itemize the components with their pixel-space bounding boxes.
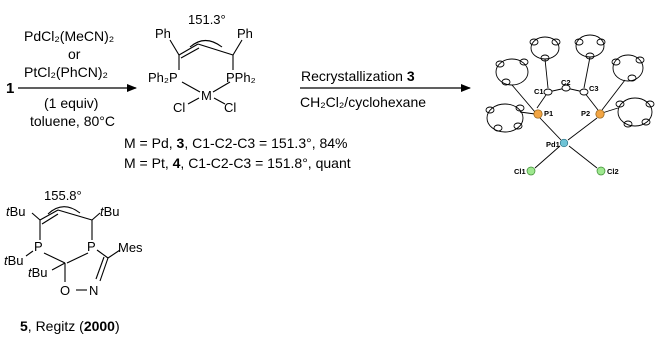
regitz-caption: 5, Regitz (2000) bbox=[20, 318, 120, 334]
atom-label-pd1: Pd1 bbox=[546, 140, 560, 149]
complex-cl-left: Cl bbox=[173, 100, 186, 115]
recryst-label: Recrystallization 3 bbox=[301, 68, 415, 84]
complex-angle: 151.3° bbox=[188, 12, 226, 27]
recryst-label-prefix: Recrystallization bbox=[301, 68, 407, 84]
result-pd-prefix: M = Pd, bbox=[124, 135, 177, 151]
regitz-tbu-3: tBu bbox=[4, 253, 24, 268]
regitz-angle: 155.8° bbox=[44, 188, 82, 203]
regitz-p-right: P bbox=[87, 239, 96, 254]
complex-pph2-right: PPh₂ bbox=[226, 70, 256, 85]
result-pt-number: 4 bbox=[172, 155, 181, 171]
atom-label-c2: C2 bbox=[561, 78, 571, 87]
metal-complex-structure bbox=[169, 39, 243, 105]
regitz-caption-end: ) bbox=[114, 318, 120, 334]
atom-label-p1: P1 bbox=[544, 109, 554, 118]
result-pd-suffix: , C1-C2-C3 = 151.3°, 84% bbox=[184, 135, 348, 151]
result-pt-suffix: , C1-C2-C3 = 151.8°, quant bbox=[180, 155, 351, 171]
regitz-tbu-1: tBu bbox=[6, 204, 26, 219]
regitz-caption-year: 2000 bbox=[83, 318, 115, 334]
complex-pph2-left: Ph₂P bbox=[148, 70, 178, 85]
result-pd-number: 3 bbox=[176, 135, 185, 151]
result-pd: M = Pd, 3, C1-C2-C3 = 151.3°, 84% bbox=[124, 135, 348, 151]
result-pt: M = Pt, 4, C1-C2-C3 = 151.8°, quant bbox=[124, 155, 351, 171]
regitz-mes: Mes bbox=[118, 240, 143, 255]
atom-label-c1: C1 bbox=[534, 87, 544, 96]
atom-label-cl1: Cl1 bbox=[514, 167, 526, 176]
crystal-atoms bbox=[526, 109, 606, 176]
reagent-pd: PdCl₂(MeCN)₂ bbox=[24, 28, 115, 44]
complex-ph-right: Ph bbox=[237, 26, 253, 41]
crystal-structure-ortep bbox=[485, 34, 655, 169]
complex-cl-right: Cl bbox=[224, 100, 237, 115]
complex-metal: M bbox=[201, 88, 212, 103]
result-pt-prefix: M = Pt, bbox=[124, 155, 173, 171]
atom-label-cl2: Cl2 bbox=[607, 167, 619, 176]
recryst-solvent: CH₂Cl₂/cyclohexane bbox=[300, 94, 427, 110]
regitz-caption-mid: , Regitz ( bbox=[27, 318, 84, 334]
regitz-oxygen: O bbox=[60, 283, 71, 298]
start-compound-label: 1 bbox=[6, 80, 15, 97]
conditions-label: toluene, 80°C bbox=[30, 113, 115, 129]
reagent-pt: PtCl₂(PhCN)₂ bbox=[24, 64, 108, 80]
regitz-p-left: P bbox=[34, 239, 43, 254]
equiv-label: (1 equiv) bbox=[44, 95, 99, 111]
regitz-tbu-2: tBu bbox=[100, 204, 120, 219]
atom-label-c3: C3 bbox=[589, 84, 599, 93]
complex-ph-left: Ph bbox=[155, 26, 171, 41]
regitz-structure bbox=[25, 206, 121, 291]
regitz-tbu-4: tBu bbox=[28, 265, 48, 280]
regitz-nitrogen: N bbox=[89, 283, 99, 298]
regitz-caption-number: 5 bbox=[20, 318, 28, 334]
reagent-or: or bbox=[68, 46, 81, 62]
atom-label-p2: P2 bbox=[581, 109, 591, 118]
recryst-label-number: 3 bbox=[406, 68, 415, 84]
